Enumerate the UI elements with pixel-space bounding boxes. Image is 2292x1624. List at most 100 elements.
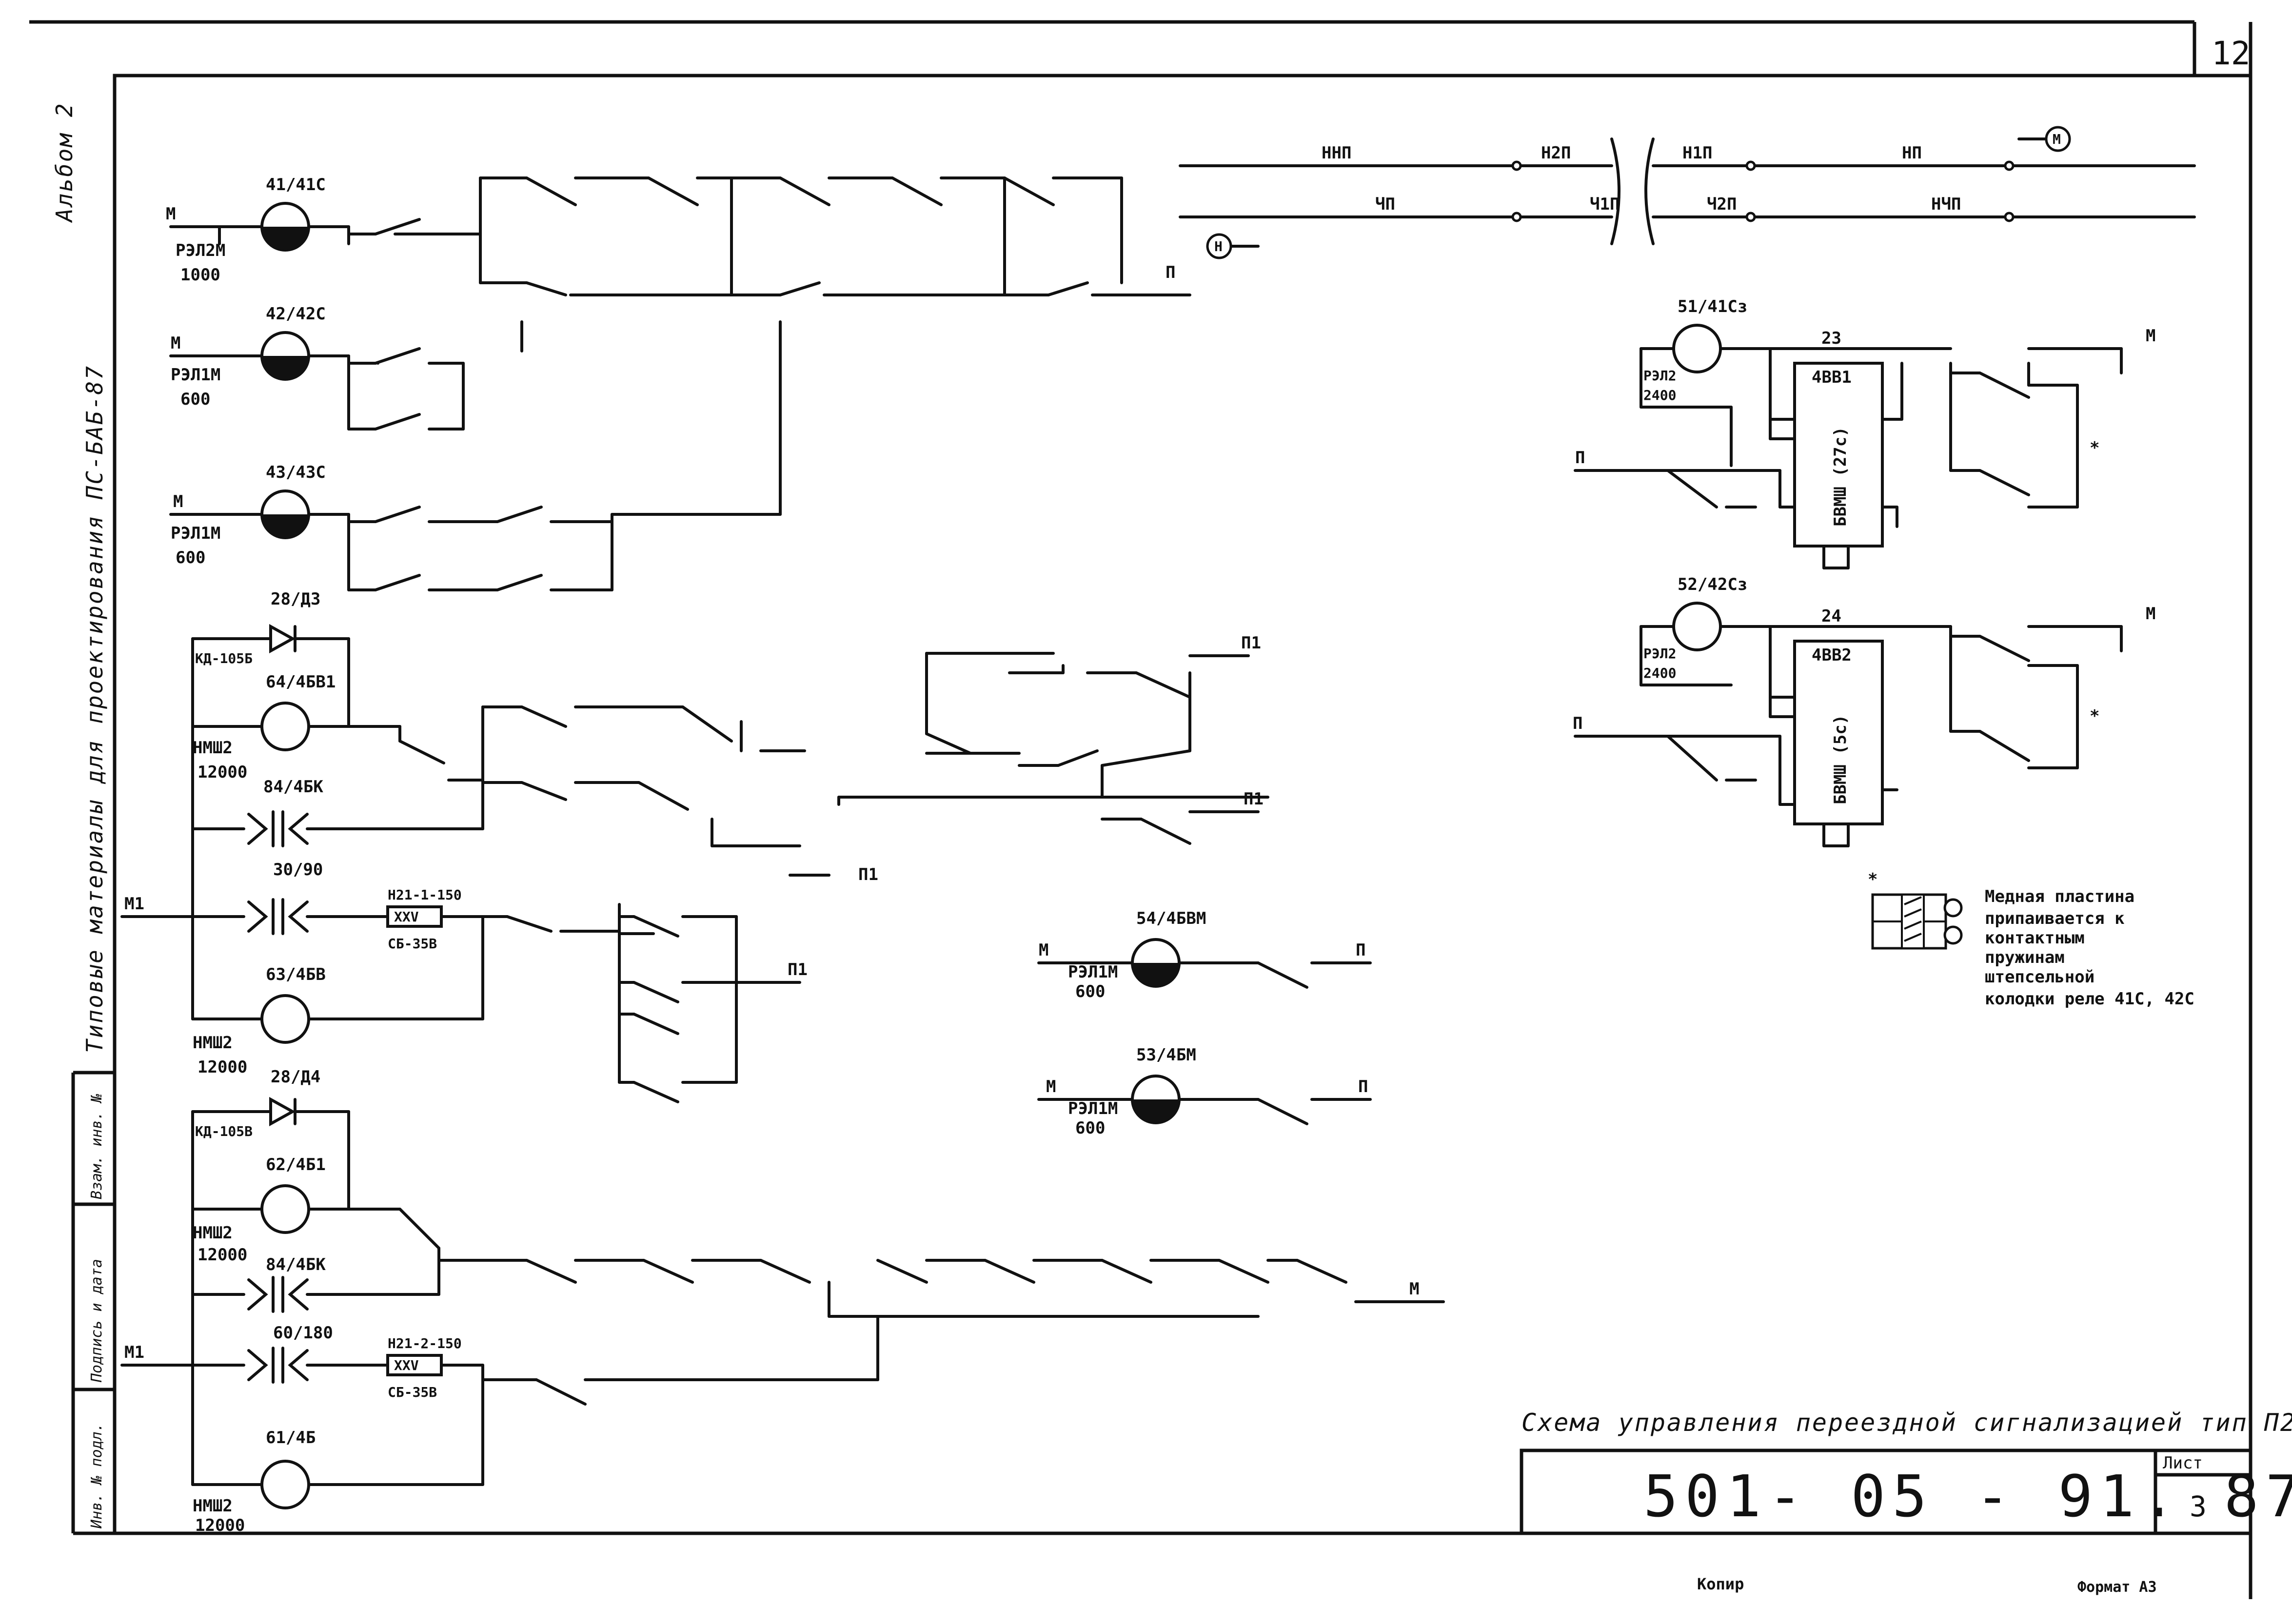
bvmsh-2-label: БВМШ (5с) bbox=[1831, 715, 1850, 804]
bus-label-np: НП bbox=[1902, 143, 1922, 163]
terminal-p-5: П bbox=[1573, 714, 1582, 733]
relay-52-type: РЭЛ2 bbox=[1643, 646, 1676, 662]
terminal-m-1: М bbox=[166, 204, 176, 224]
relay-43-type: РЭЛ1М bbox=[171, 524, 220, 543]
circuit-block-d4 bbox=[120, 1096, 1445, 1509]
resistor-2-type: СБ-35В bbox=[388, 1384, 437, 1400]
star-mark-1: * bbox=[2090, 438, 2099, 458]
terminal-p-1: П bbox=[1166, 263, 1175, 282]
diode-d4-type: КД-105В bbox=[195, 1123, 253, 1139]
cap-90-label: 30/90 bbox=[273, 860, 323, 880]
relay-42-type: РЭЛ1М bbox=[171, 365, 220, 385]
list-number: 3 bbox=[2190, 1490, 2207, 1523]
bus-label-n2p: Н2П bbox=[1541, 143, 1571, 163]
copied-label: Копир bbox=[1697, 1575, 1744, 1593]
diode-d3-type: КД-105Б bbox=[195, 650, 253, 666]
copper-plate-icon bbox=[1871, 893, 1963, 950]
relay-53-label: 53/4БМ bbox=[1136, 1045, 1196, 1065]
block-24-type: 4ВВ2 bbox=[1812, 646, 1852, 665]
relay-43-res: 600 bbox=[176, 548, 205, 567]
relay-63-label: 63/4БВ bbox=[266, 965, 326, 984]
relay-51-label: 51/41Сз bbox=[1678, 297, 1747, 316]
terminal-m1-2: М1 bbox=[124, 1343, 144, 1362]
terminal-p1-2: П1 bbox=[1244, 789, 1264, 809]
terminal-p1-3: П1 bbox=[858, 865, 878, 884]
relay-52-label: 52/42Сз bbox=[1678, 575, 1747, 594]
resistor-2-xxv: ХХV bbox=[394, 1357, 419, 1373]
relay-64-res: 12000 bbox=[198, 763, 247, 782]
terminal-m-6: М bbox=[1046, 1077, 1056, 1096]
series-label: Типовые материалы для проектирования ПС-… bbox=[81, 365, 108, 1053]
relay-54-label: 54/4БВМ bbox=[1136, 909, 1206, 928]
circuit-relay-chain bbox=[169, 176, 1191, 591]
sheet-number: 12 bbox=[2212, 35, 2250, 72]
power-bus bbox=[1179, 126, 2196, 259]
diode-d3-label: 28/Д3 bbox=[271, 589, 320, 609]
circuit-relays-54-53 bbox=[1037, 938, 1372, 1125]
terminal-m-3: М bbox=[173, 492, 183, 511]
terminal-m-4: М bbox=[1409, 1279, 1419, 1299]
relay-41-type: РЭЛ2М bbox=[176, 241, 225, 260]
terminal-p-2: П bbox=[1356, 940, 1365, 960]
relay-64-label: 64/4БВ1 bbox=[266, 672, 336, 692]
relay-54-res: 600 bbox=[1075, 982, 1105, 1001]
bus-label-ch1p: Ч1П bbox=[1590, 195, 1620, 214]
circuit-block-d3 bbox=[120, 624, 621, 1084]
relay-62-type: НМШ2 bbox=[193, 1223, 233, 1243]
bus-marker-n: Н bbox=[1214, 238, 1223, 254]
stamp-label-inventory: Инв. № подл. bbox=[88, 1423, 105, 1529]
resistor-1-xxv: ХХV bbox=[394, 909, 419, 925]
block-24-label: 24 bbox=[1821, 607, 1841, 626]
stamp-label-replaces: Взам. инв. № bbox=[88, 1094, 105, 1199]
terminal-p-3: П bbox=[1358, 1077, 1368, 1096]
terminal-m-8: М bbox=[2146, 604, 2155, 624]
list-label: Лист bbox=[2163, 1453, 2203, 1473]
cap-84-label: 84/4БК bbox=[263, 777, 323, 797]
terminal-m-7: М bbox=[2146, 326, 2155, 346]
resistor-1-label: Н21-1-150 bbox=[388, 887, 462, 903]
bus-label-nnp: ННП bbox=[1322, 143, 1351, 163]
album-label: Альбом 2 bbox=[51, 102, 78, 223]
bus-label-nchp: НЧП bbox=[1931, 195, 1961, 214]
note-line-2: припаивается к bbox=[1985, 909, 2125, 928]
bus-label-chp: ЧП bbox=[1375, 195, 1395, 214]
bus-label-n1p: Н1П bbox=[1682, 143, 1712, 163]
terminal-p1-1: П1 bbox=[1241, 633, 1261, 653]
relay-53-type: РЭЛ1М bbox=[1068, 1099, 1118, 1118]
drawing-code: 501- 05 - 91. 87 bbox=[1643, 1463, 2292, 1530]
relay-54-type: РЭЛ1М bbox=[1068, 962, 1118, 982]
note-line-4: пружинам bbox=[1985, 948, 2065, 967]
relay-51-type: РЭЛ2 bbox=[1643, 368, 1676, 384]
note-star: * bbox=[1868, 870, 1877, 889]
relay-41-res: 1000 bbox=[180, 265, 220, 285]
circuit-block-right-1 bbox=[1574, 324, 2123, 569]
format-label: Формат А3 bbox=[2077, 1579, 2157, 1596]
terminal-m1-1: М1 bbox=[124, 894, 144, 914]
relay-62-label: 62/4Б1 bbox=[266, 1155, 326, 1174]
note-line-1: Медная пластина bbox=[1985, 887, 2134, 906]
terminal-m-5: М bbox=[1039, 940, 1048, 960]
circuit-contacts-p1 bbox=[481, 652, 1269, 1103]
relay-41-label: 41/41С bbox=[266, 175, 326, 195]
star-mark-2: * bbox=[2090, 706, 2099, 726]
note-line-5: штепсельной bbox=[1985, 967, 2094, 987]
relay-52-res: 2400 bbox=[1643, 665, 1676, 681]
relay-61-res: 12000 bbox=[195, 1516, 245, 1535]
stamp-label-signature: Подпись и дата bbox=[88, 1259, 105, 1383]
block-23-label: 23 bbox=[1821, 329, 1841, 348]
relay-63-res: 12000 bbox=[198, 1057, 247, 1077]
relay-42-label: 42/42С bbox=[266, 304, 326, 324]
relay-43-label: 43/43С bbox=[266, 463, 326, 482]
diode-d4-label: 28/Д4 bbox=[271, 1067, 320, 1087]
resistor-1-type: СБ-35В bbox=[388, 936, 437, 952]
cap-84b-label: 84/4БК bbox=[266, 1255, 326, 1274]
sheet-frame bbox=[29, 20, 2252, 1599]
relay-62-res: 12000 bbox=[198, 1245, 247, 1265]
terminal-p1-4: П1 bbox=[788, 960, 808, 979]
relay-64-type: НМШ2 bbox=[193, 738, 233, 758]
bvmsh-1-label: БВМШ (27с) bbox=[1831, 427, 1850, 527]
drawing-title: Схема управления переездной сигнализацие… bbox=[1521, 1409, 2292, 1437]
note-line-6: колодки реле 41С, 42С bbox=[1985, 989, 2194, 1009]
relay-61-label: 61/4Б bbox=[266, 1428, 316, 1448]
